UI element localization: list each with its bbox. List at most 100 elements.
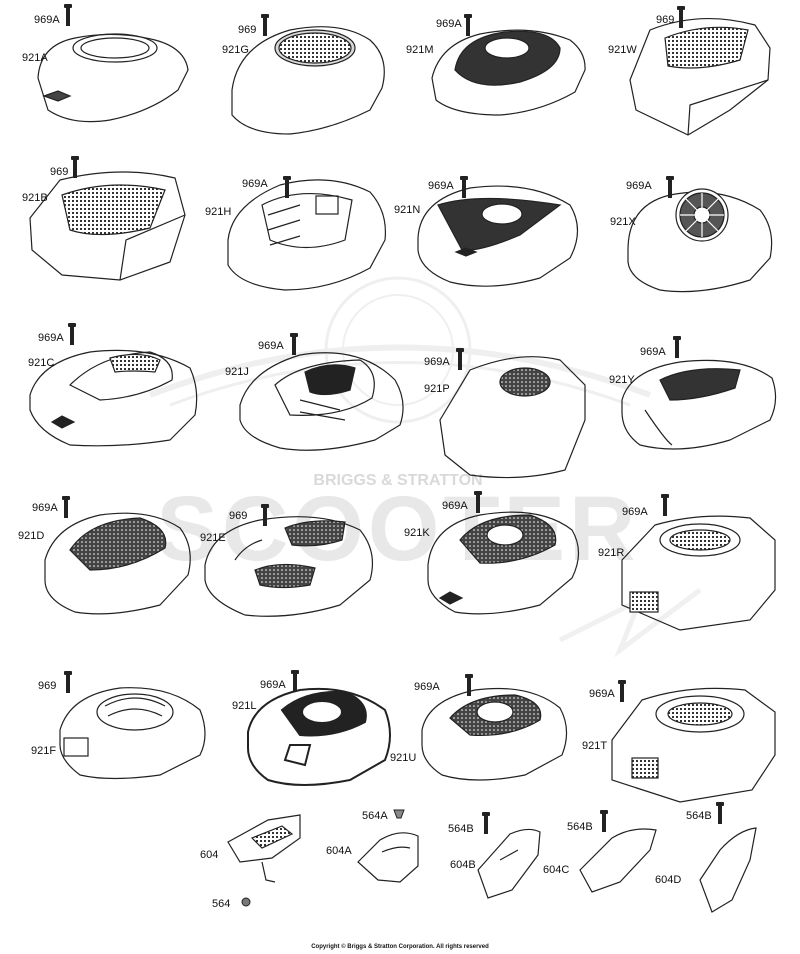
part-label-604a: 604A	[326, 845, 352, 857]
part-label-969a: 969A	[242, 178, 268, 190]
part-label-604d: 604D	[655, 874, 682, 886]
blower-housing-icon	[439, 356, 586, 479]
part-label-921b: 921B	[22, 192, 48, 204]
screw-icon	[600, 810, 608, 832]
baffle-icon	[699, 827, 757, 913]
part-label-564b: 564B	[448, 823, 474, 835]
screw-icon	[464, 14, 472, 36]
part-label-969: 969	[38, 680, 57, 692]
part-label-604: 604	[200, 849, 219, 861]
part-label-969a: 969A	[589, 688, 615, 700]
screw-icon	[618, 680, 626, 702]
blower-housing-icon	[417, 185, 579, 287]
part-label-921h: 921H	[205, 206, 232, 218]
part-label-921m: 921M	[406, 44, 434, 56]
screw-icon	[482, 812, 490, 834]
part-label-921f: 921F	[31, 745, 57, 757]
part-label-969a: 969A	[436, 18, 462, 30]
watermark-name: SCOOTER	[157, 478, 640, 580]
small-screw-icon	[241, 897, 251, 907]
screw-icon	[460, 176, 468, 198]
blower-housing-icon	[227, 179, 387, 291]
blower-housing-icon	[59, 687, 206, 780]
part-label-969a: 969A	[428, 180, 454, 192]
baffle-icon	[357, 832, 419, 883]
baffle-icon	[579, 828, 657, 893]
part-label-564: 564	[212, 898, 231, 910]
part-label-921r: 921R	[598, 547, 625, 559]
screw-icon	[716, 802, 724, 824]
part-label-921x: 921X	[610, 216, 636, 228]
part-label-921k: 921K	[404, 527, 430, 539]
watermark	[148, 276, 702, 658]
blower-housing-icon	[611, 687, 776, 803]
blower-housing-icon	[29, 171, 186, 281]
blower-housing-icon	[29, 349, 198, 447]
part-label-969a: 969A	[258, 340, 284, 352]
part-label-921c: 921C	[28, 357, 55, 369]
screw-icon	[261, 14, 269, 36]
screw-icon	[283, 176, 291, 198]
part-label-969a: 969A	[260, 679, 286, 691]
screw-icon	[465, 674, 473, 696]
part-label-921n: 921N	[394, 204, 421, 216]
screw-icon	[291, 670, 299, 692]
part-label-921l: 921L	[232, 700, 257, 712]
screw-icon	[64, 671, 72, 693]
watermark-brand: BRIGGS & STRATTON	[313, 472, 482, 489]
part-label-969: 969	[238, 24, 257, 36]
blower-housing-icon	[37, 33, 189, 123]
baffle-icon	[477, 828, 541, 899]
part-label-969: 969	[656, 14, 675, 26]
air-guide-bracket-icon	[227, 814, 301, 883]
blower-housing-icon	[621, 359, 777, 450]
part-label-969a: 969A	[34, 14, 60, 26]
part-label-969a: 969A	[38, 332, 64, 344]
part-label-969a: 969A	[622, 506, 648, 518]
blower-housing-icon	[247, 687, 391, 786]
blower-housing-icon	[44, 512, 191, 615]
screw-icon	[64, 4, 72, 26]
part-label-969a: 969A	[640, 346, 666, 358]
part-label-921a: 921A	[22, 52, 48, 64]
part-label-921w: 921W	[608, 44, 637, 56]
blower-housing-icon	[427, 511, 580, 615]
part-label-921e: 921E	[200, 532, 226, 544]
part-label-564b: 564B	[686, 810, 712, 822]
screw-icon	[71, 156, 79, 178]
screw-icon	[677, 6, 685, 28]
part-label-921u: 921U	[390, 752, 417, 764]
screw-icon	[290, 333, 298, 355]
part-label-921d: 921D	[18, 530, 45, 542]
blower-housing-icon	[231, 26, 385, 135]
screw-icon	[673, 336, 681, 358]
screw-icon	[261, 504, 269, 526]
part-label-921j: 921J	[225, 366, 249, 378]
part-label-969a: 969A	[414, 681, 440, 693]
part-label-969: 969	[229, 510, 248, 522]
part-label-969a: 969A	[32, 502, 58, 514]
part-label-969a: 969A	[424, 356, 450, 368]
part-label-921t: 921T	[582, 740, 608, 752]
push-pin-icon	[393, 809, 405, 819]
part-label-921p: 921P	[424, 383, 450, 395]
screw-icon	[456, 348, 464, 370]
screw-icon	[661, 494, 669, 516]
part-label-921g: 921G	[222, 44, 249, 56]
blower-housing-icon	[627, 188, 773, 293]
part-label-969a: 969A	[442, 500, 468, 512]
part-label-604c: 604C	[543, 864, 570, 876]
part-label-969: 969	[50, 166, 69, 178]
blower-housing-icon	[629, 17, 771, 136]
part-label-564a: 564A	[362, 810, 388, 822]
blower-housing-icon	[431, 29, 586, 116]
copyright-notice: Copyright © Briggs & Stratton Corporatio…	[311, 944, 489, 950]
screw-icon	[62, 496, 70, 518]
blower-housing-icon	[239, 352, 404, 451]
screw-icon	[474, 491, 482, 513]
blower-housing-icon	[204, 516, 373, 617]
part-label-564b: 564B	[567, 821, 593, 833]
part-label-969a: 969A	[626, 180, 652, 192]
screw-icon	[666, 176, 674, 198]
